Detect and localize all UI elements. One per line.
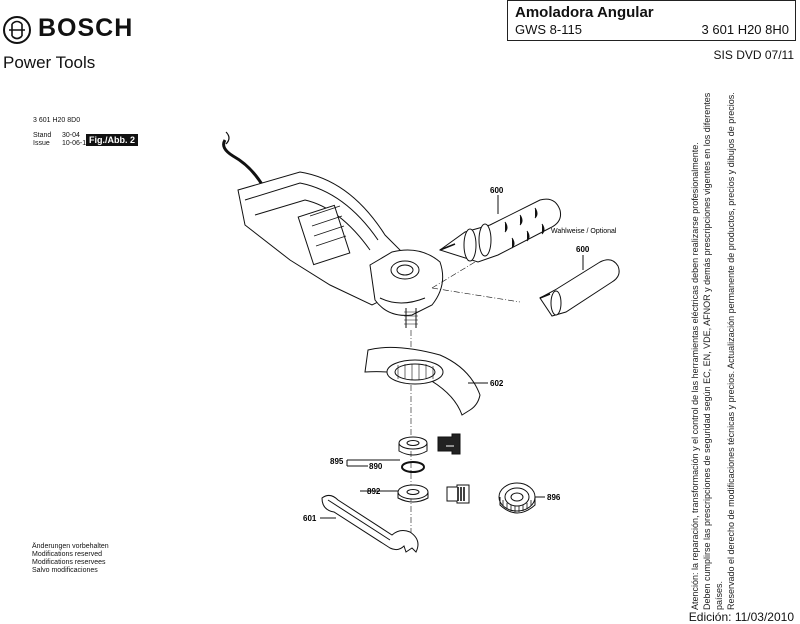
- title-block: Amoladora Angular GWS 8-115 3 601 H20 8H…: [507, 0, 796, 41]
- callout-601: 601: [303, 514, 317, 523]
- safety-note: Atención: la reparación, transformación …: [689, 90, 737, 610]
- power-cable: [222, 139, 265, 187]
- inner-flange: [398, 436, 428, 450]
- side-handle-bottom: [539, 259, 620, 317]
- bosch-logo-icon: [3, 16, 31, 44]
- brand-name: BOSCH: [38, 14, 134, 42]
- modification-line: Änderungen vorbehalten: [32, 543, 109, 550]
- spanner-wrench: [321, 494, 419, 553]
- flange-section-icon: [437, 433, 461, 455]
- gear-head: [369, 249, 444, 316]
- figure-badge: Fig./Abb. 2: [86, 134, 138, 146]
- o-ring: [401, 461, 425, 473]
- safety-note-line: Atención: la reparación, transformación …: [690, 142, 700, 610]
- drawing-part-number: 3 601 H20 8D0: [33, 117, 81, 124]
- edition-date: Edición: 11/03/2010: [688, 610, 794, 624]
- model-name: GWS 8-115: [515, 22, 582, 37]
- modifications-note: Änderungen vorbehalten Modifications res…: [32, 543, 109, 575]
- callout-890: 890: [369, 462, 383, 471]
- stand-label: Stand: [33, 132, 52, 139]
- callout-896: 896: [547, 493, 561, 502]
- optional-label: Wahlweise / Optional: [551, 228, 617, 235]
- callout-600-top: 600: [490, 186, 504, 195]
- issue-label: Issue: [33, 140, 50, 147]
- safety-note-line: Deben cumplirse las prescripciones de se…: [702, 92, 724, 610]
- product-title: Amoladora Angular: [515, 4, 654, 21]
- sis-version: SIS DVD 07/11: [713, 48, 794, 62]
- modification-line: Modifications reservees: [32, 559, 106, 566]
- modification-line: Modifications reserved: [32, 551, 103, 558]
- safety-note-line: Reservado el derecho de modificaciones t…: [726, 92, 736, 610]
- side-handle-top: [438, 198, 561, 263]
- brand-subtitle: Power Tools: [3, 53, 96, 72]
- clamping-nut: [397, 484, 429, 500]
- callout-895: 895: [330, 457, 344, 466]
- callout-892: 892: [367, 487, 381, 496]
- quick-nut: [498, 482, 536, 514]
- stand-value: 30-04: [62, 132, 80, 139]
- callout-600-bottom: 600: [576, 245, 590, 254]
- part-number: 3 601 H20 8H0: [701, 22, 789, 37]
- modification-line: Salvo modificaciones: [32, 567, 98, 574]
- issue-value: 10-06-11: [62, 140, 90, 147]
- callout-602: 602: [490, 379, 504, 388]
